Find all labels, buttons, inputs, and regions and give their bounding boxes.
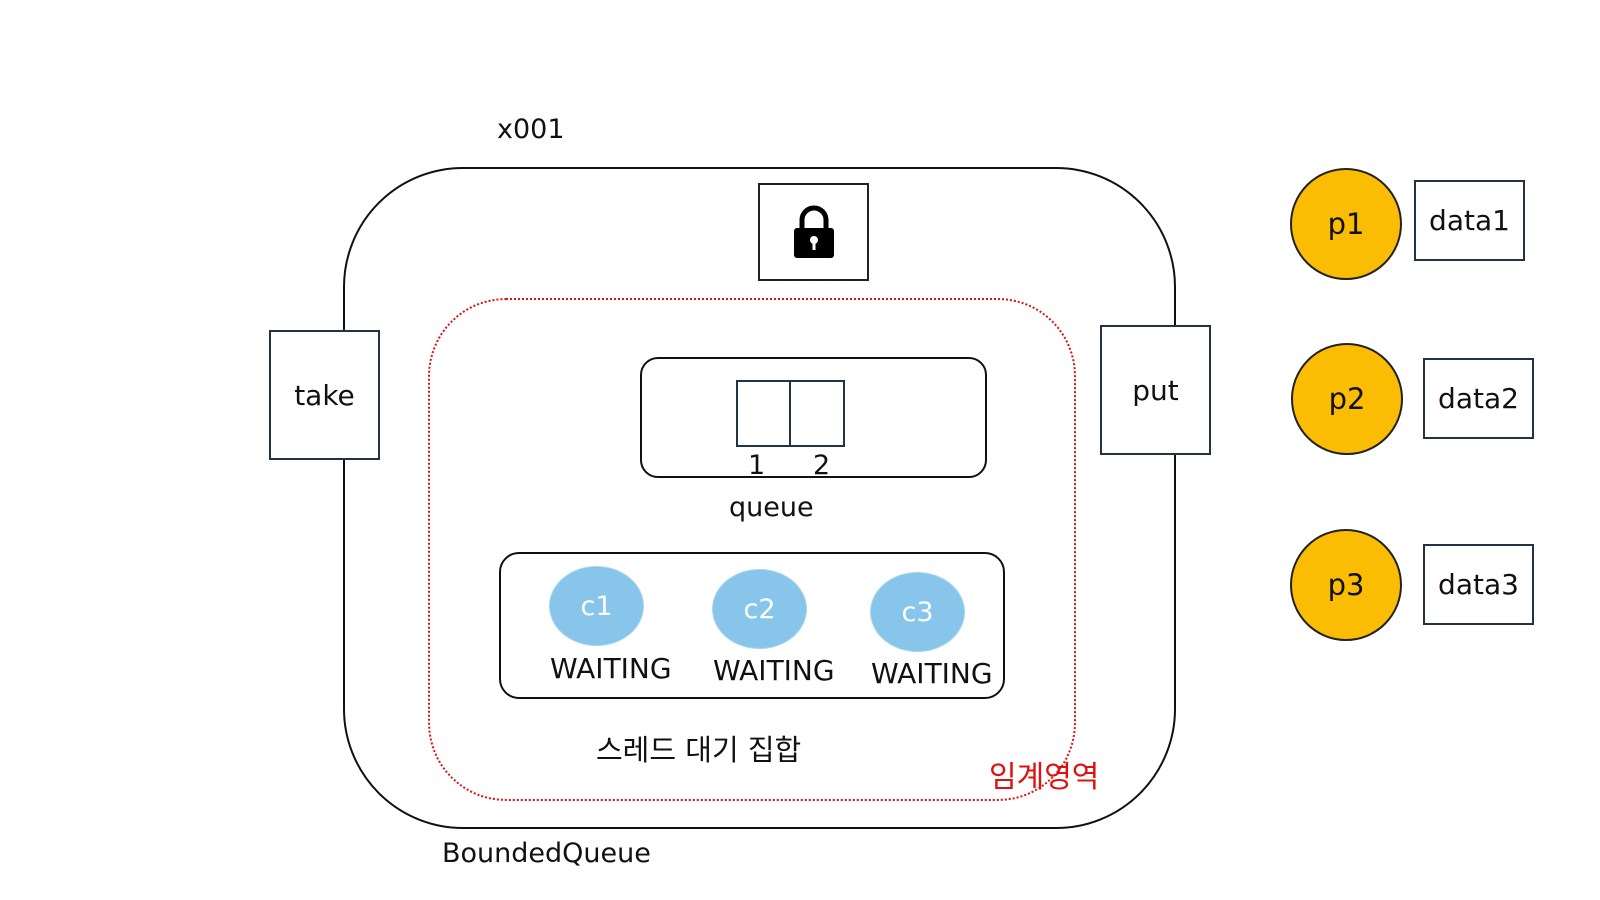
data-label: data1 — [1429, 204, 1510, 237]
consumer-name: c2 — [743, 593, 776, 625]
queue-slot-1-index: 1 — [748, 450, 766, 481]
consumer-state-c2: WAITING — [713, 654, 835, 687]
put-method-box[interactable]: put — [1100, 325, 1211, 455]
monitor-name-label: BoundedQueue — [442, 838, 651, 869]
consumer-name: c3 — [901, 596, 934, 628]
lock-icon — [793, 205, 834, 258]
put-label: put — [1132, 373, 1179, 407]
producer-data-p3: data3 — [1423, 544, 1534, 625]
critical-section-label: 임계영역 — [989, 760, 1100, 795]
queue-slot-2 — [789, 380, 845, 447]
producer-data-p1: data1 — [1414, 180, 1525, 261]
critical-section — [428, 298, 1076, 801]
producer-data-p2: data2 — [1423, 358, 1534, 439]
queue-slot-2-index: 2 — [813, 450, 831, 481]
consumer-thread-c2: c2 — [712, 569, 807, 649]
consumer-state-c3: WAITING — [871, 657, 993, 690]
consumer-state-c1: WAITING — [550, 652, 672, 685]
take-method-box[interactable]: take — [269, 330, 380, 460]
consumer-name: c1 — [580, 590, 613, 622]
queue-label: queue — [729, 492, 814, 523]
data-label: data3 — [1438, 568, 1519, 601]
producer-name: p1 — [1327, 207, 1365, 241]
producer-thread-p1[interactable]: p1 — [1290, 168, 1402, 280]
producer-name: p2 — [1328, 382, 1366, 416]
take-label: take — [294, 378, 355, 412]
consumer-thread-c1: c1 — [549, 566, 644, 646]
producer-thread-p3[interactable]: p3 — [1290, 529, 1402, 641]
data-label: data2 — [1438, 382, 1519, 415]
queue-container — [640, 357, 987, 478]
wait-set-label: 스레드 대기 집합 — [596, 733, 802, 767]
queue-slot-1 — [736, 380, 791, 447]
monitor-ref-label: x001 — [497, 114, 565, 145]
producer-thread-p2[interactable]: p2 — [1291, 343, 1403, 455]
producer-name: p3 — [1327, 568, 1365, 602]
consumer-thread-c3: c3 — [870, 572, 965, 652]
lock-box — [758, 183, 869, 281]
